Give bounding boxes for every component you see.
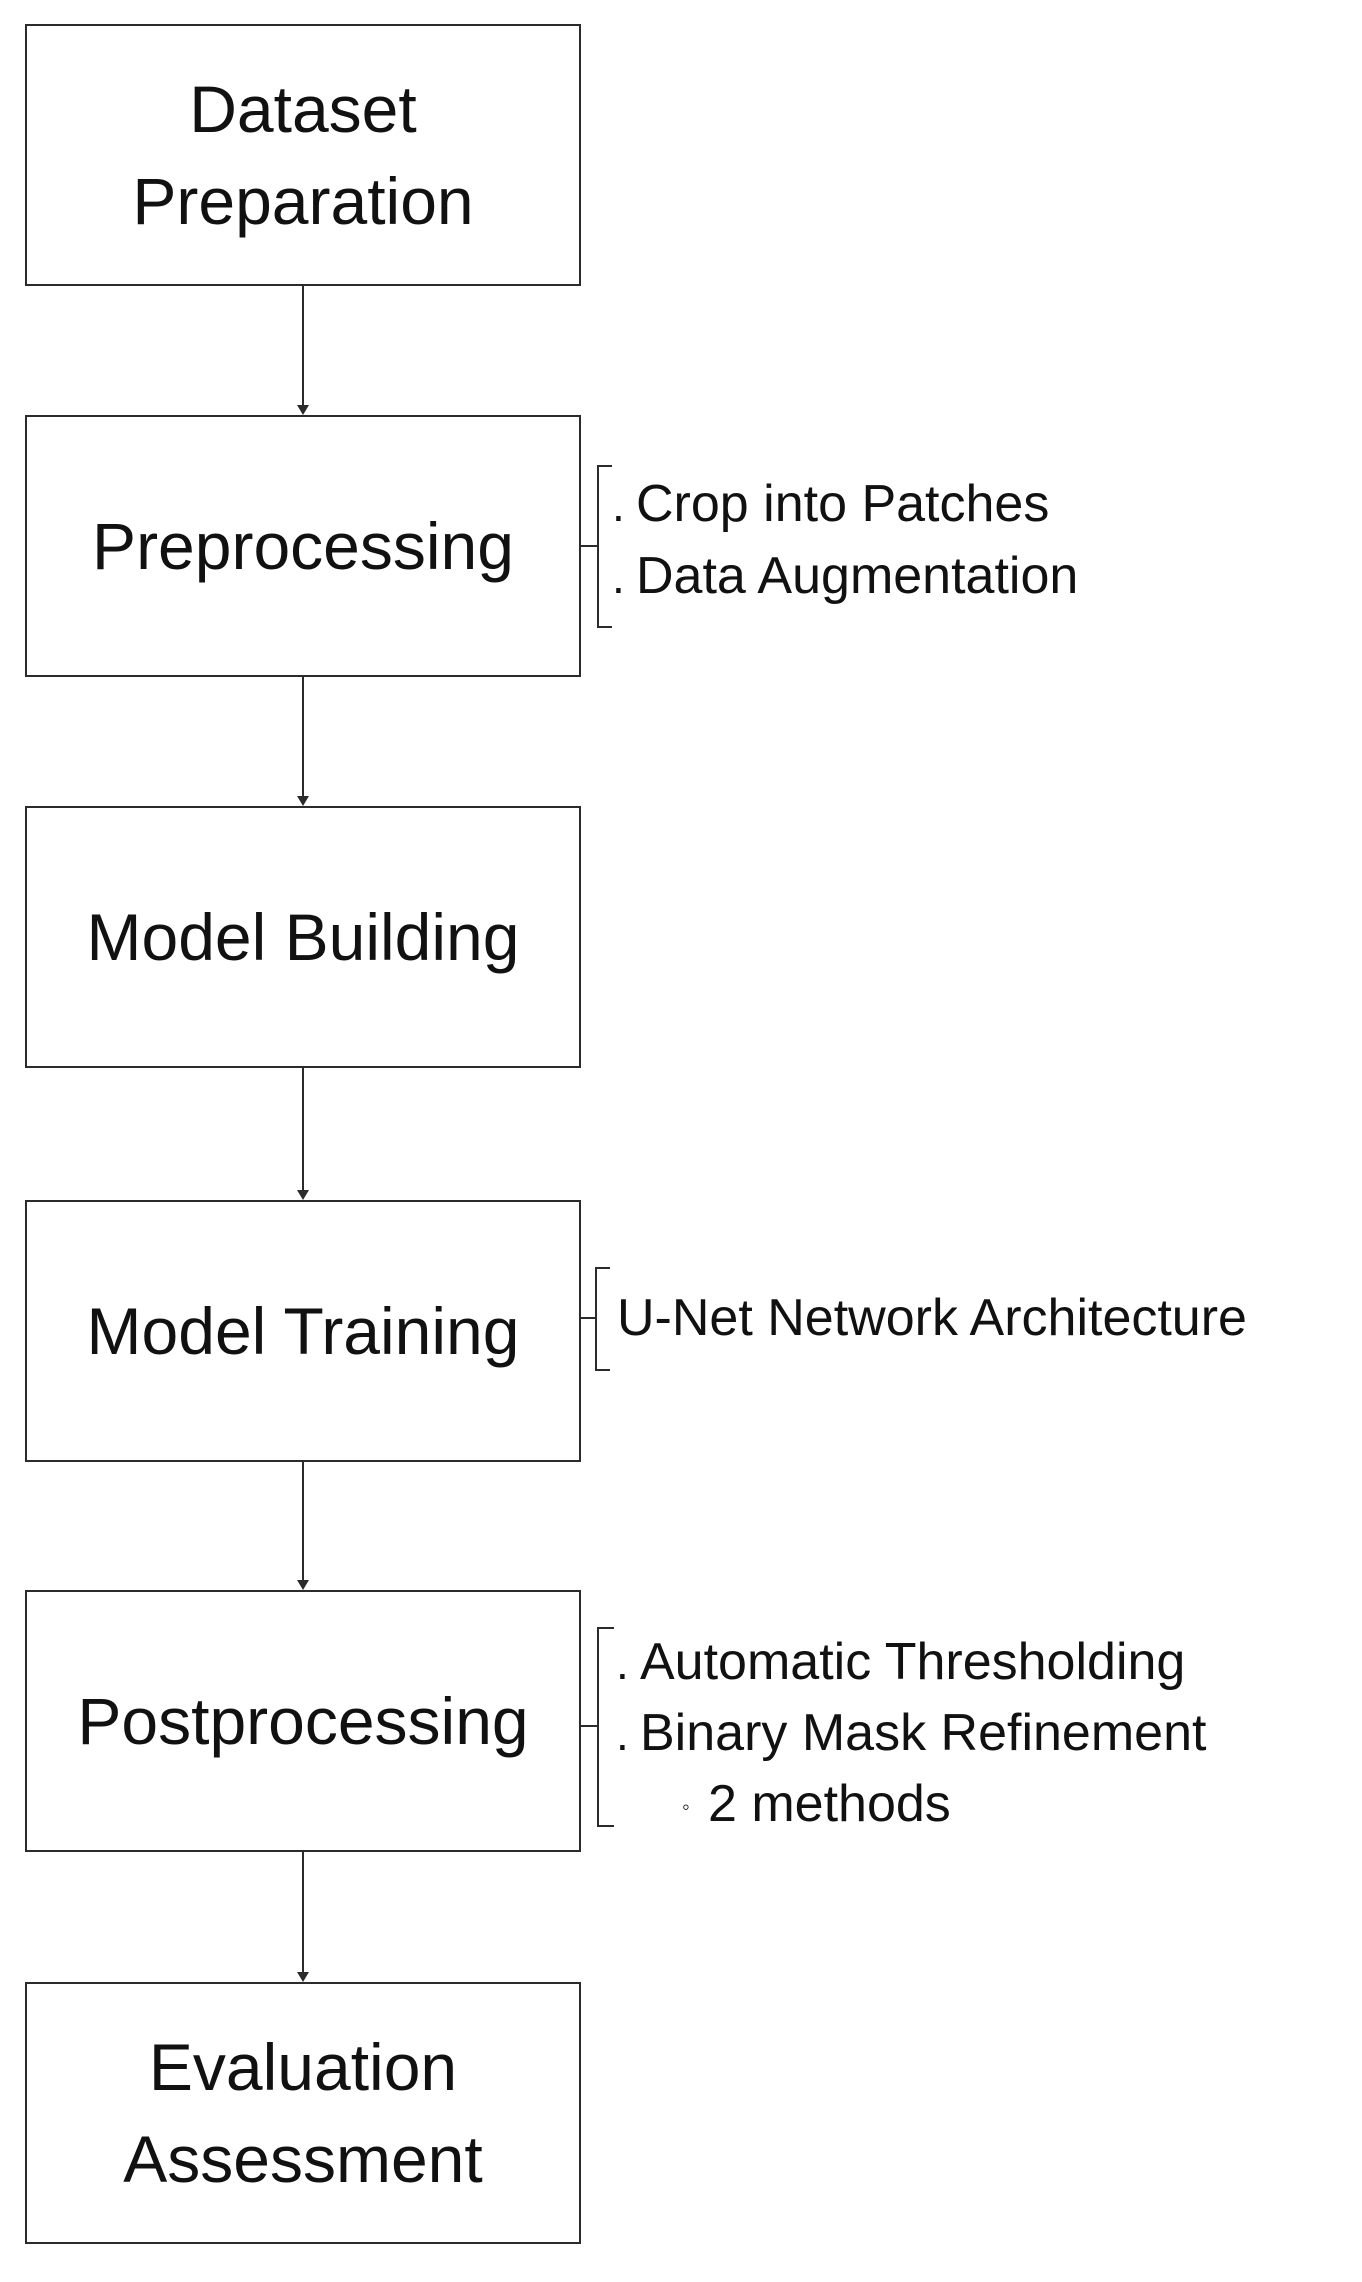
step-box-postprocessing: Postprocessing xyxy=(25,1590,581,1852)
bracket-preprocessing xyxy=(581,465,612,628)
annotation-item: .Crop into Patches xyxy=(612,470,1049,539)
annotation-text: 2 methods xyxy=(708,1775,951,1833)
bracket-training xyxy=(581,1267,610,1371)
step-box-preprocessing: Preprocessing xyxy=(25,415,581,677)
arrow-2 xyxy=(297,677,309,806)
arrow-4 xyxy=(297,1462,309,1590)
step-label: Evaluation Assessment xyxy=(123,2030,483,2196)
step-label: Model Training xyxy=(86,1294,520,1368)
annotation-item: .Binary Mask Refinement xyxy=(616,1699,1206,1768)
annotation-text: Binary Mask Refinement xyxy=(640,1704,1207,1762)
annotation-item: .Automatic Thresholding xyxy=(616,1628,1185,1697)
bracket-postprocessing xyxy=(581,1627,614,1827)
bullet-dot-icon: . xyxy=(616,1637,629,1689)
step-box-evaluation-assessment: Evaluation Assessment xyxy=(25,1982,581,2244)
bullet-dot-icon: . xyxy=(616,1708,629,1760)
step-box-model-training: Model Training xyxy=(25,1200,581,1462)
arrow-3 xyxy=(297,1068,309,1200)
annotation-text: Data Augmentation xyxy=(636,547,1079,605)
step-box-model-building: Model Building xyxy=(25,806,581,1068)
annotation-sub-item: ◦ 2 methods xyxy=(682,1770,951,1841)
arrow-5 xyxy=(297,1852,309,1982)
step-label: Model Building xyxy=(86,900,520,974)
annotation-text: Crop into Patches xyxy=(636,475,1050,533)
circle-bullet-icon: ◦ xyxy=(682,1794,690,1820)
bullet-dot-icon: . xyxy=(612,479,625,531)
step-label: Preprocessing xyxy=(92,509,514,583)
annotation-item: U-Net Network Architecture xyxy=(617,1284,1247,1352)
step-label: Dataset Preparation xyxy=(132,72,474,238)
annotation-item: .Data Augmentation xyxy=(612,542,1078,611)
arrow-1 xyxy=(297,286,309,415)
bullet-dot-icon: . xyxy=(612,551,625,603)
step-box-dataset-preparation: Dataset Preparation xyxy=(25,24,581,286)
annotation-text: U-Net Network Architecture xyxy=(617,1289,1247,1347)
annotation-text: Automatic Thresholding xyxy=(640,1633,1186,1691)
step-label: Postprocessing xyxy=(77,1684,529,1758)
